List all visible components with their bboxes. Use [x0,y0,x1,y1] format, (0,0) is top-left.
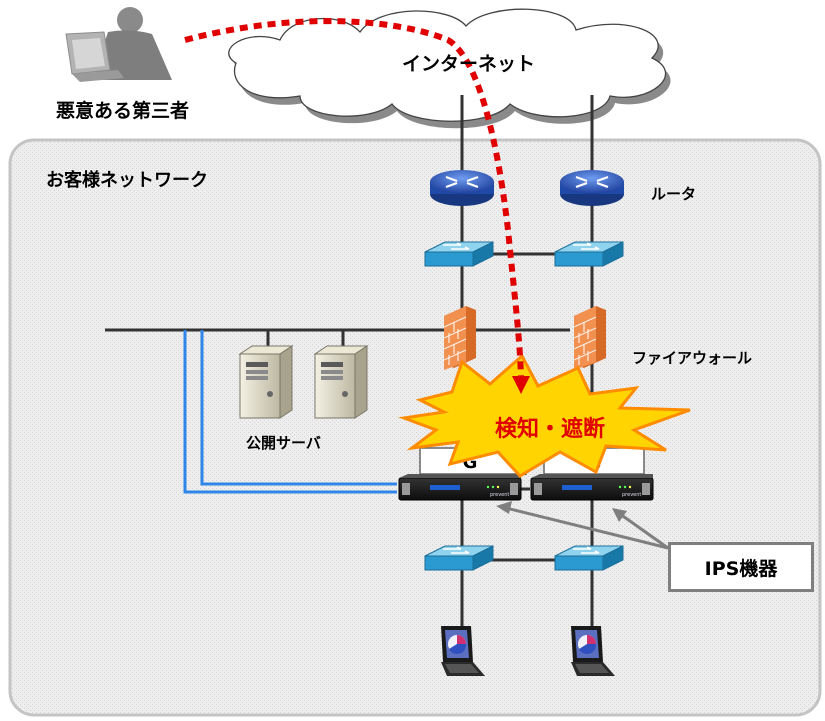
detect-block-label: 検知・遮断 [495,416,605,442]
firewall-label: ファイアウォール [632,349,753,367]
ips-callout-pointers [496,501,669,550]
router-icon [428,168,496,208]
router-label: ルータ [651,185,697,203]
server-icon [239,345,293,419]
servers-label: 公開サーバ [246,434,321,452]
internet-label: インターネット [402,53,536,75]
person-with-laptop-icon [65,7,172,82]
cloud-icon [228,8,671,129]
customer-network-label: お客様ネットワーク [46,170,208,191]
attacker-label: 悪意ある第三者 [56,100,190,122]
customer-network-area [8,138,822,717]
explosion-icon: 検知・遮断 [398,353,691,478]
ips-device-callout: IPS機器 [668,542,814,592]
ips-device-label: IPS機器 [704,557,778,580]
blue-cables [183,330,397,494]
server-icon [314,345,368,419]
attack-arrowhead [512,376,530,394]
attack-path [184,18,524,379]
router-icon [558,168,626,208]
ips-appliance-icon [398,473,522,501]
ips-appliance-icon [530,473,654,501]
